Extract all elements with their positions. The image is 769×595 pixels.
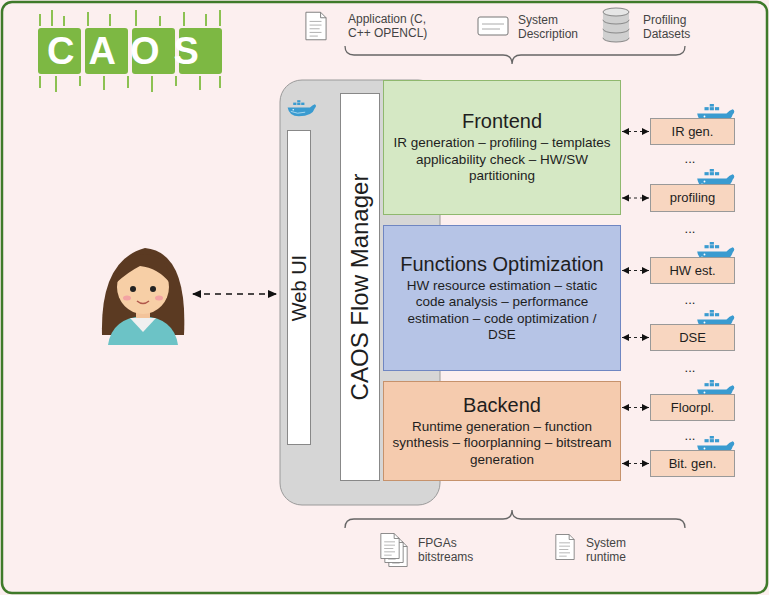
node-title: Frontend [462,110,542,133]
ellipsis: ... [680,429,700,443]
node-body: IR generation – profiling – templates ap… [392,135,612,185]
web-ui-panel: Web UI [287,130,311,445]
stage-box: Functions OptimizationHW resource estima… [383,225,621,371]
stage-box: BackendRuntime generation – function syn… [383,381,621,481]
node-title: Bit. gen. [669,456,717,472]
node-title: DSE [679,330,706,346]
output-label: FPGAs bitstreams [418,536,498,564]
ellipsis: ... [680,152,700,166]
flow-manager-panel: CAOS Flow Manager [340,93,380,481]
node-title: IR gen. [672,124,714,140]
input-label: System Description [518,13,588,41]
input-label: Application (C, C++ OPENCL) [348,12,448,40]
ellipsis: ... [680,361,700,375]
tool-box: Bit. gen. [650,450,735,477]
output-label: System runtime [586,536,656,564]
node-title: Web UI [288,254,311,320]
node-title: HW est. [669,263,715,279]
node-title: Functions Optimization [400,253,603,276]
logo-text: CAOS [38,29,222,73]
ellipsis: ... [680,222,700,236]
stage-box: FrontendIR generation – profiling – temp… [383,80,621,215]
tool-box: profiling [650,184,735,212]
tool-box: Floorpl. [650,394,735,421]
node-body: HW resource estimation – static code ana… [392,278,612,344]
input-label: Profiling Datasets [643,13,713,41]
dashed-connector [622,131,649,132]
dashed-connector [622,270,649,271]
dashed-connector [622,407,649,408]
tool-box: IR gen. [650,118,735,145]
node-title: Backend [463,394,541,417]
node-title: Floorpl. [671,400,714,416]
dashed-connector [622,337,649,338]
ellipsis: ... [680,293,700,307]
tool-box: DSE [650,324,735,351]
node-body: Runtime generation – function synthesis … [392,419,612,469]
dashed-connector [622,463,649,464]
node-title: CAOS Flow Manager [346,174,374,401]
tool-box: HW est. [650,257,735,284]
dashed-connector [622,197,649,198]
node-title: profiling [670,190,716,206]
